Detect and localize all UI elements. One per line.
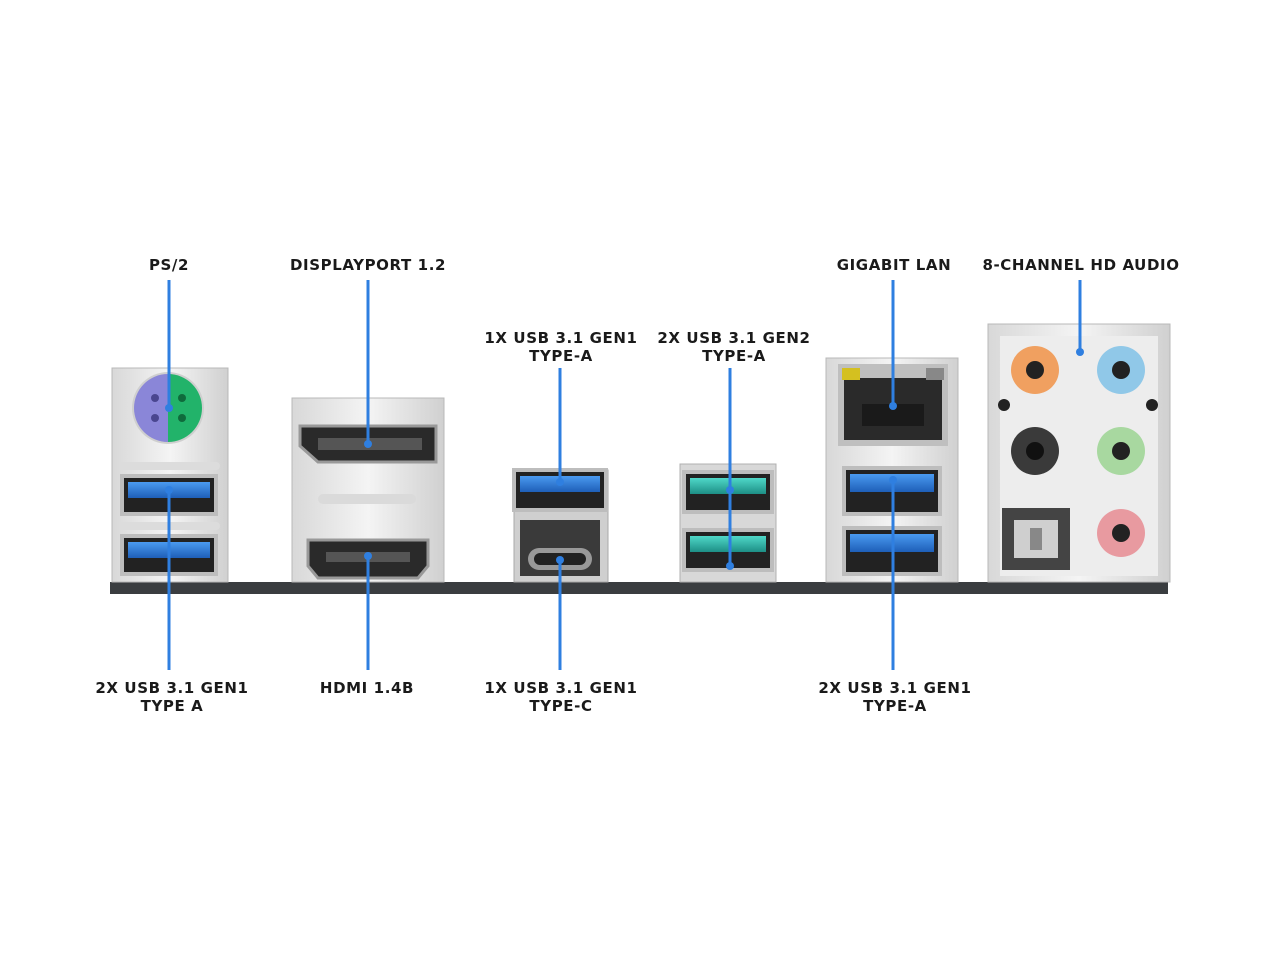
label-ps2: PS/2	[148, 256, 190, 274]
label-usb-gen2-line2: TYPE-A	[702, 347, 766, 365]
pcb-strip	[110, 582, 1168, 594]
usb-port-icon	[682, 528, 774, 572]
label-usb-typea-single-line1: 1X USB 3.1 GEN1	[484, 329, 638, 347]
usb-gen2-block	[679, 463, 777, 583]
label-usb-typea-single: 1X USB 3.1 GEN1 TYPE-A	[484, 329, 637, 365]
audio-jack-blue-icon	[1097, 346, 1145, 394]
leader-endpoints	[165, 348, 1084, 570]
label-usb-gen2: 2X USB 3.1 GEN2 TYPE-A	[657, 329, 810, 365]
audio-jack-black-icon	[1011, 427, 1059, 475]
label-usb-gen2-line1: 2X USB 3.1 GEN2	[657, 329, 811, 347]
audio-jack-pink-icon	[1097, 509, 1145, 557]
label-usb-lan: 2X USB 3.1 GEN1 TYPE-A	[818, 679, 971, 715]
label-usb-typec: 1X USB 3.1 GEN1 TYPE-C	[484, 679, 637, 715]
label-usb-lan-line1: 2X USB 3.1 GEN1	[818, 679, 972, 697]
label-usb-left: 2X USB 3.1 GEN1 TYPE A	[95, 679, 248, 715]
label-displayport: DISPLAYPORT 1.2	[289, 256, 447, 274]
label-usb-typec-line1: 1X USB 3.1 GEN1	[484, 679, 638, 697]
audio-jack-orange-icon	[1011, 346, 1059, 394]
label-usb-typea-single-line2: TYPE-A	[529, 347, 593, 365]
label-audio: 8-CHANNEL HD AUDIO	[982, 256, 1180, 274]
leader-lines	[167, 280, 1082, 670]
label-usb-typec-line2: TYPE-C	[529, 697, 593, 715]
label-gigabit-lan: GIGABIT LAN	[836, 256, 952, 274]
label-usb-left-line2: TYPE A	[140, 697, 204, 715]
audio-block	[987, 323, 1171, 583]
audio-jack-green-icon	[1097, 427, 1145, 475]
optical-spdif-icon	[1002, 508, 1070, 570]
label-usb-left-line1: 2X USB 3.1 GEN1	[95, 679, 249, 697]
label-hdmi: HDMI 1.4B	[319, 679, 415, 697]
label-usb-lan-line2: TYPE-A	[863, 697, 927, 715]
